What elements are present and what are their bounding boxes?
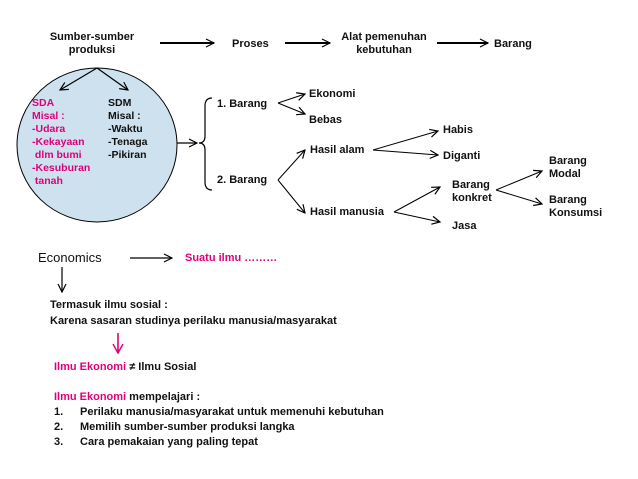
inequality-statement: Ilmu Ekonomi ≠ Ilmu Sosial	[54, 361, 197, 373]
studies-list: 1.Perilaku manusia/masyarakat untuk meme…	[54, 406, 384, 451]
social-science-line-2: Karena sasaran studinya perilaku manusia…	[50, 315, 337, 327]
replaced-goods: Diganti	[443, 150, 481, 162]
list-item: 1.Perilaku manusia/masyarakat untuk meme…	[54, 406, 384, 418]
goods-label: Barang	[494, 38, 532, 50]
studies-heading: Ilmu Ekonomi mempelajari :	[54, 391, 201, 403]
economics-definition: Suatu ilmu ………	[185, 252, 278, 264]
list-item: 3.Cara pemakaian yang paling tepat	[54, 436, 258, 448]
arrow-to-sdm	[96, 67, 128, 90]
natural-products: Hasil alam	[310, 144, 365, 156]
curly-brace	[198, 97, 213, 191]
economic-goods: Ekonomi	[309, 88, 356, 100]
social-science-line-1: Termasuk ilmu sosial :	[50, 299, 168, 311]
human-products: Hasil manusia	[310, 206, 384, 218]
list-item: 2.Memilih sumber-sumber produksi langka	[54, 421, 295, 433]
arrow-to-sda	[60, 67, 98, 90]
services: Jasa	[452, 220, 477, 232]
used-up-goods: Habis	[443, 124, 473, 136]
sdm-list: SDM Misal : -Waktu -Tenaga -Pikiran	[108, 97, 148, 161]
process-label: Proses	[232, 38, 269, 50]
item-2-goods: 2. Barang	[217, 174, 268, 186]
item-1-goods: 1. Barang	[217, 98, 268, 110]
sda-list: SDA Misal : -Udara -Kekayaan dlm bumi -K…	[32, 97, 91, 187]
free-goods: Bebas	[309, 114, 343, 126]
economics-label: Economics	[38, 250, 102, 265]
